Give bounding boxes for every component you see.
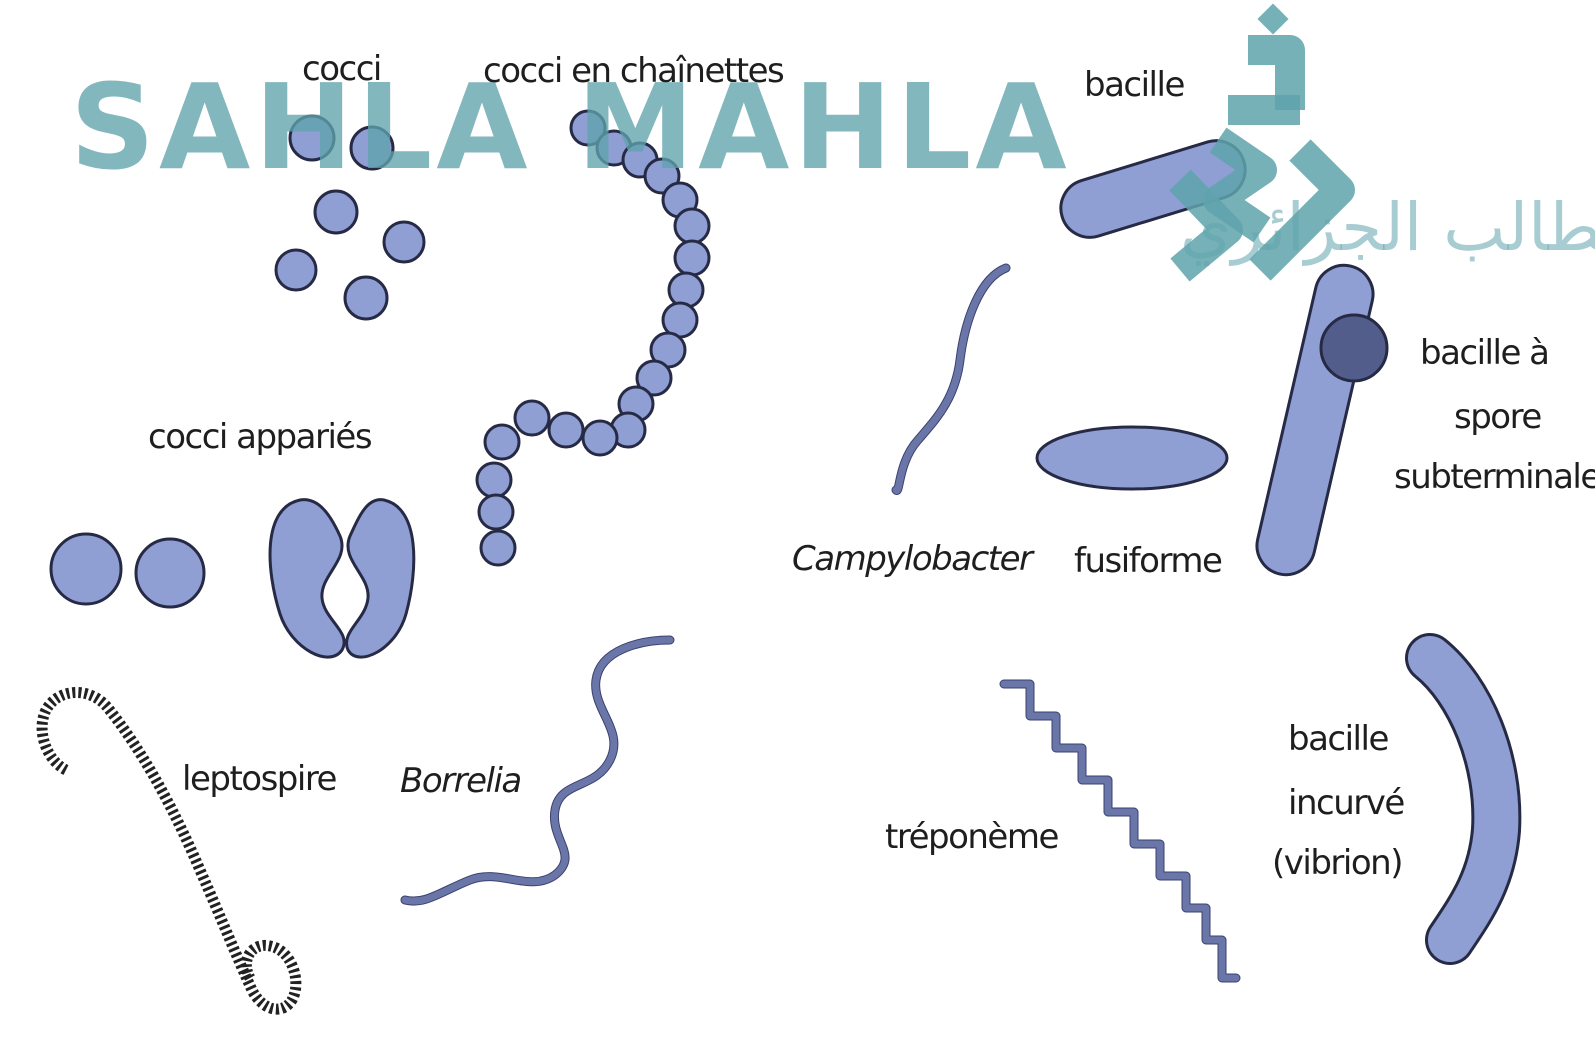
label-treponeme: tréponème [885, 817, 1058, 857]
label-leptospire: leptospire [182, 759, 337, 799]
chain-coccus [669, 273, 703, 307]
label-bacille-incurve-3: (vibrion) [1272, 843, 1402, 883]
cocci-apparies-group [51, 500, 414, 657]
chain-coccus [481, 531, 515, 565]
bacille-spore-shape [1251, 260, 1387, 581]
label-bacille-spore-2: spore [1454, 397, 1541, 437]
label-borrelia: Borrelia [400, 761, 521, 801]
chain-coccus [549, 413, 583, 447]
chain-coccus [675, 209, 709, 243]
campylobacter-shape [896, 268, 1006, 491]
chain-coccus [485, 425, 519, 459]
chain-coccus [515, 401, 549, 435]
label-bacille-spore-3: subterminale [1394, 457, 1595, 497]
leptospire-shape [42, 692, 296, 1009]
chain-coccus [479, 495, 513, 529]
fusiforme-shape [1037, 427, 1227, 489]
label-fusiforme: fusiforme [1074, 541, 1222, 581]
watermark: SAHLA MAHLA المصدر الاول للطالب الجزائري [70, 3, 1595, 270]
label-bacille: bacille [1084, 65, 1184, 105]
chain-coccus [477, 463, 511, 497]
label-bacille-incurve-1: bacille [1288, 719, 1388, 759]
chain-coccus [583, 421, 617, 455]
chain-coccus [675, 241, 709, 275]
label-cocci-apparies: cocci appariés [148, 417, 372, 457]
watermark-text: SAHLA MAHLA [70, 58, 1071, 196]
vibrion-shape [1430, 658, 1496, 940]
label-campylobacter: Campylobacter [792, 539, 1035, 579]
label-bacille-spore-1: bacille à [1420, 333, 1549, 373]
label-bacille-incurve-2: incurvé [1288, 783, 1404, 823]
